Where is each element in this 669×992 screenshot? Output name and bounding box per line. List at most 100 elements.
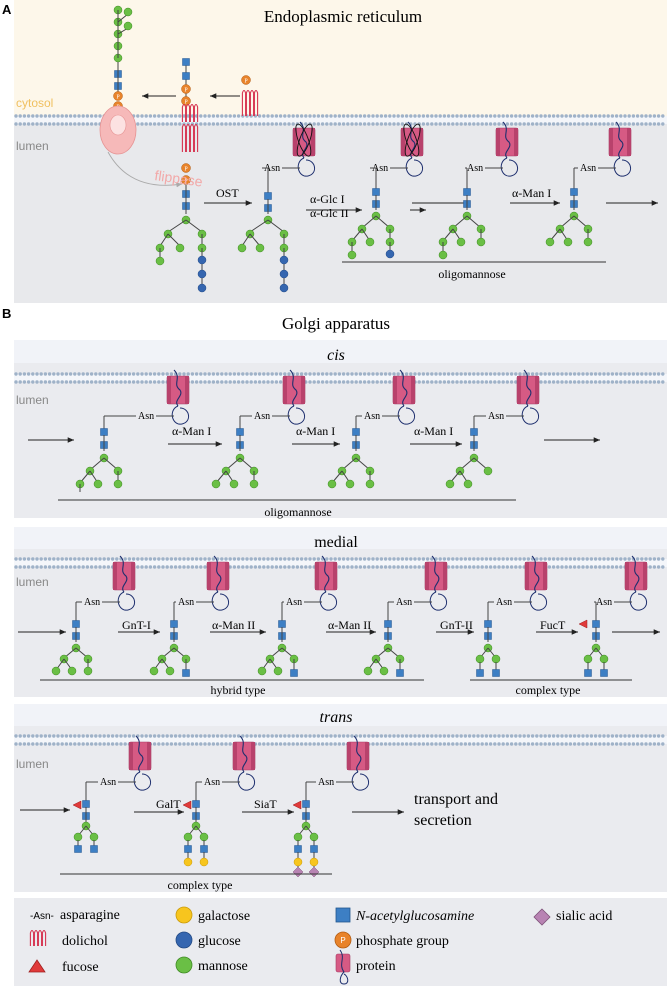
mannose-icon <box>123 7 133 17</box>
lipid-head <box>278 372 283 376</box>
lipid-head <box>488 557 493 561</box>
lipid-head <box>514 565 518 569</box>
lipid-head <box>509 742 514 746</box>
lipid-head <box>14 122 18 126</box>
lipid-head <box>367 114 371 118</box>
galactose-icon <box>175 906 193 924</box>
dolichol-icon <box>245 89 251 116</box>
lipid-head <box>14 565 18 569</box>
lipid-head <box>207 114 211 118</box>
lipid-head <box>635 372 640 376</box>
lipid-head <box>312 380 316 384</box>
lipid-head <box>547 372 552 376</box>
enzyme-cis-2: α-Man I <box>296 424 335 438</box>
lipid-head <box>308 114 312 118</box>
lipid-head <box>299 734 304 738</box>
lipid-head <box>325 122 329 126</box>
lipid-head <box>442 734 447 738</box>
lipid-head <box>467 557 472 561</box>
asparagine-label: Asn <box>286 597 302 608</box>
lipid-head <box>161 122 165 126</box>
lipid-head <box>518 742 522 746</box>
lipid-head <box>350 565 354 569</box>
lipid-head <box>241 734 245 738</box>
lipid-head <box>581 557 585 561</box>
lipid-head <box>371 372 375 376</box>
lipid-head <box>52 565 56 569</box>
lipid-head <box>539 114 543 118</box>
lipid-head <box>493 380 497 384</box>
lipid-head <box>299 565 304 569</box>
lipid-head <box>266 372 270 376</box>
lipid-head <box>274 380 279 384</box>
lipid-head <box>203 380 207 384</box>
lipid-head <box>530 122 535 126</box>
legend: -Asn- asparagine dolichol fucose galacto… <box>14 898 667 986</box>
lipid-head <box>648 122 652 126</box>
lipid-head <box>262 734 266 738</box>
lipid-head <box>89 742 94 746</box>
lipid-head <box>598 380 602 384</box>
lipid-head <box>47 742 52 746</box>
lipid-head <box>283 557 287 561</box>
lipid-head <box>379 565 384 569</box>
lipid-head <box>173 122 178 126</box>
glucose-icon <box>279 283 289 293</box>
lipid-head <box>404 114 409 118</box>
lipid-head <box>467 565 472 569</box>
lipid-head <box>144 114 148 118</box>
lipid-head <box>165 114 169 118</box>
lumen-label-medial: lumen <box>16 575 49 589</box>
lipid-head <box>127 557 132 561</box>
lipid-head <box>480 734 484 738</box>
flippase-channel <box>109 114 127 136</box>
lipid-head <box>627 372 631 376</box>
lipid-head <box>488 734 493 738</box>
lipid-head <box>241 380 245 384</box>
polypeptide-chain <box>502 121 511 159</box>
phosphate-icon <box>181 84 191 94</box>
golgi-title: Golgi apparatus <box>282 314 390 333</box>
lipid-head <box>589 734 594 738</box>
glcnac-icon <box>294 845 302 853</box>
lipid-head <box>459 565 463 569</box>
lipid-head <box>396 114 400 118</box>
legend-asn-symbol: -Asn- <box>30 911 54 922</box>
protein-loop <box>297 157 315 177</box>
lipid-head <box>438 114 442 118</box>
lipid-head <box>266 557 270 561</box>
lipid-head <box>278 734 283 738</box>
lipid-head <box>556 372 560 376</box>
lipid-head <box>593 742 598 746</box>
lipid-head <box>484 380 489 384</box>
lipid-head <box>329 557 333 561</box>
lipid-head <box>31 734 35 738</box>
lipid-head <box>266 380 270 384</box>
lipid-head <box>362 122 367 126</box>
lipid-head <box>640 122 644 126</box>
lipid-head <box>337 380 342 384</box>
lipid-head <box>203 122 207 126</box>
lipid-head <box>320 380 325 384</box>
lipid-head <box>68 122 73 126</box>
lipid-head <box>245 372 249 376</box>
lipid-head <box>354 557 358 561</box>
glcnac-icon <box>384 620 392 628</box>
lipid-head <box>572 114 577 118</box>
phosphate-icon <box>334 931 352 949</box>
lipid-head <box>539 122 543 126</box>
lipid-head <box>375 122 379 126</box>
lipid-head <box>602 742 606 746</box>
lipid-head <box>220 114 224 118</box>
glcnac-icon <box>463 188 471 196</box>
lipid-head <box>413 557 417 561</box>
lipid-head <box>593 565 598 569</box>
glcnac-icon <box>72 620 80 628</box>
lipid-head <box>329 380 333 384</box>
legend-dolichol: dolichol <box>62 934 108 949</box>
lipid-head <box>614 742 619 746</box>
lipid-head <box>661 380 665 384</box>
lipid-head <box>228 734 232 738</box>
lipid-head <box>585 565 589 569</box>
lipid-head <box>291 742 295 746</box>
